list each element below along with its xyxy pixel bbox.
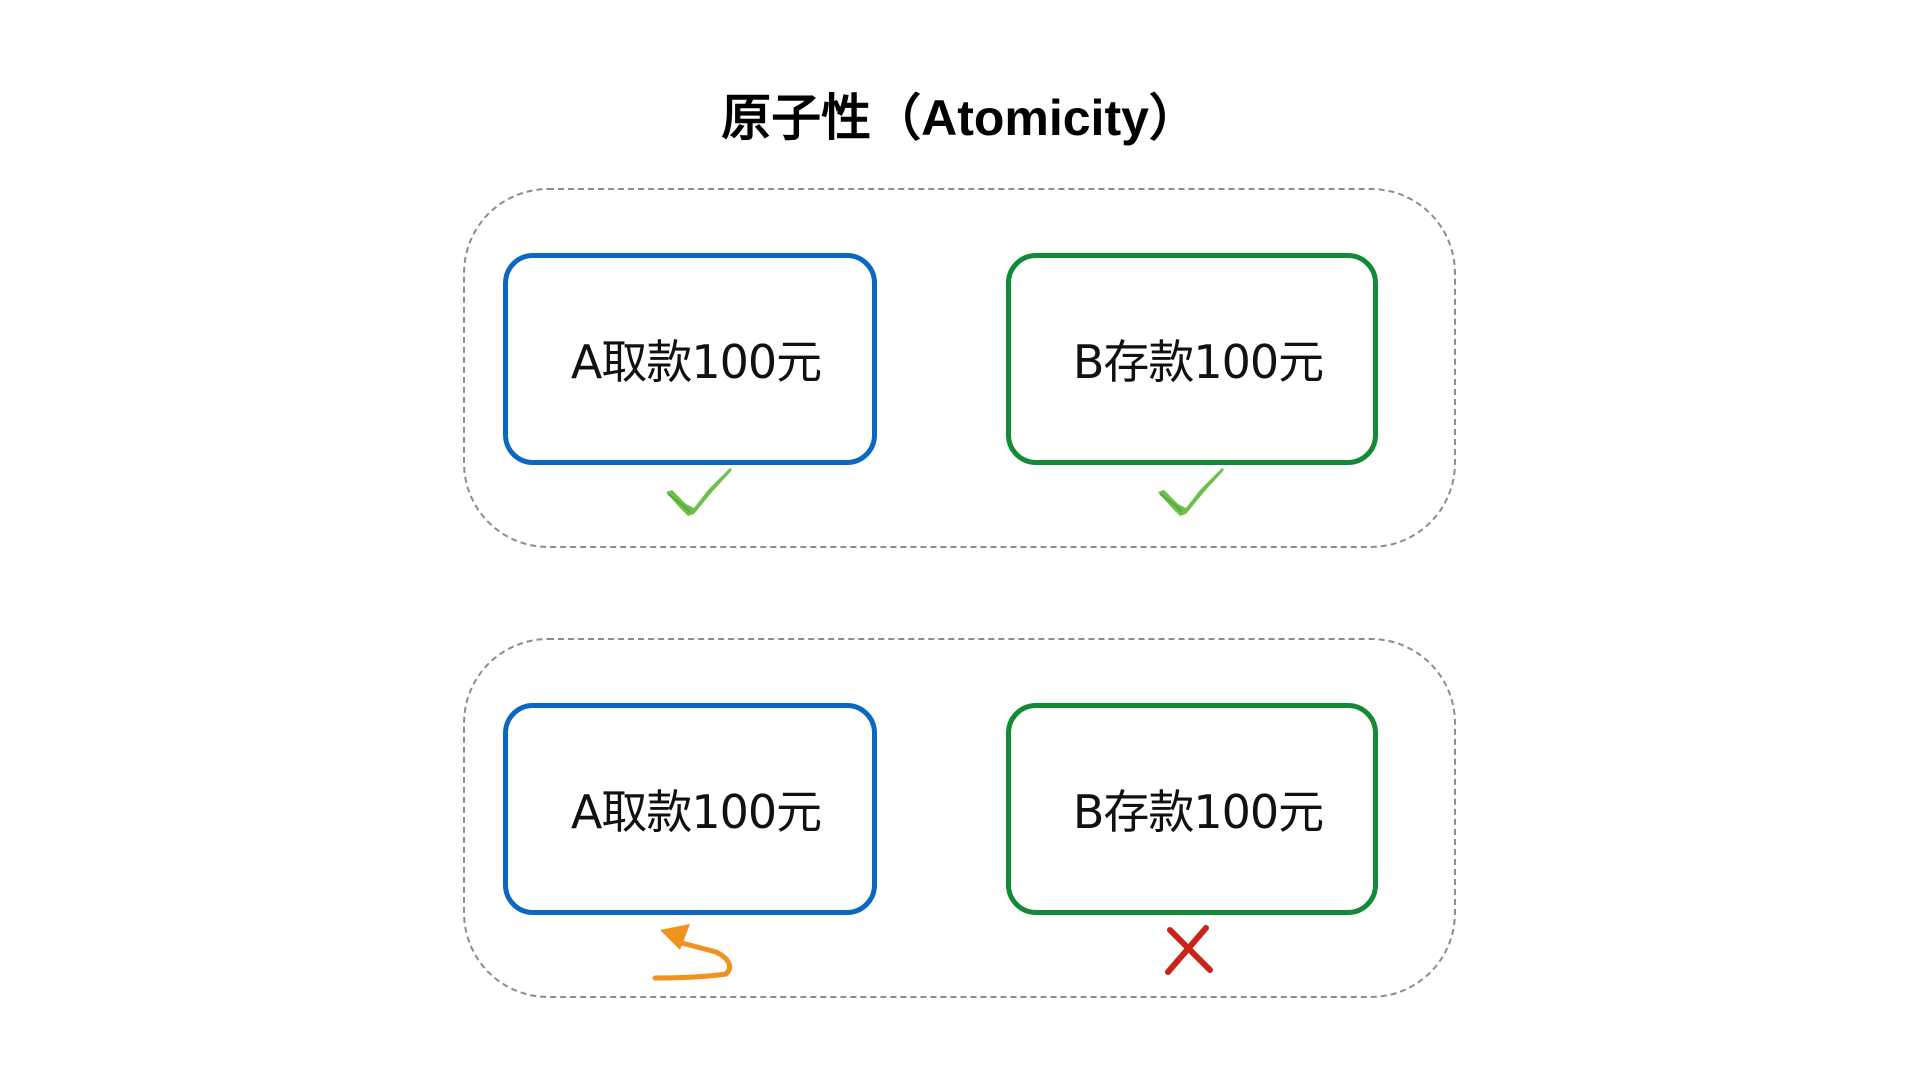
success-scenario-group [463,188,1456,548]
deposit-step-box: B存款100元 [1006,253,1378,465]
check-icon [1158,468,1224,516]
deposit-step-label: B存款100元 [1072,335,1324,389]
cross-icon [1165,925,1213,975]
failure-scenario-group [463,638,1456,998]
withdraw-step-box: A取款100元 [503,253,877,465]
withdraw-step-label: A取款100元 [570,785,822,839]
deposit-step-box: B存款100元 [1006,703,1378,915]
check-icon [666,468,732,516]
deposit-step-label: B存款100元 [1072,785,1324,839]
withdraw-step-label: A取款100元 [570,335,822,389]
withdraw-step-box: A取款100元 [503,703,877,915]
page-title: 原子性（Atomicity） [721,90,1199,146]
rollback-arrow-icon [652,924,733,981]
